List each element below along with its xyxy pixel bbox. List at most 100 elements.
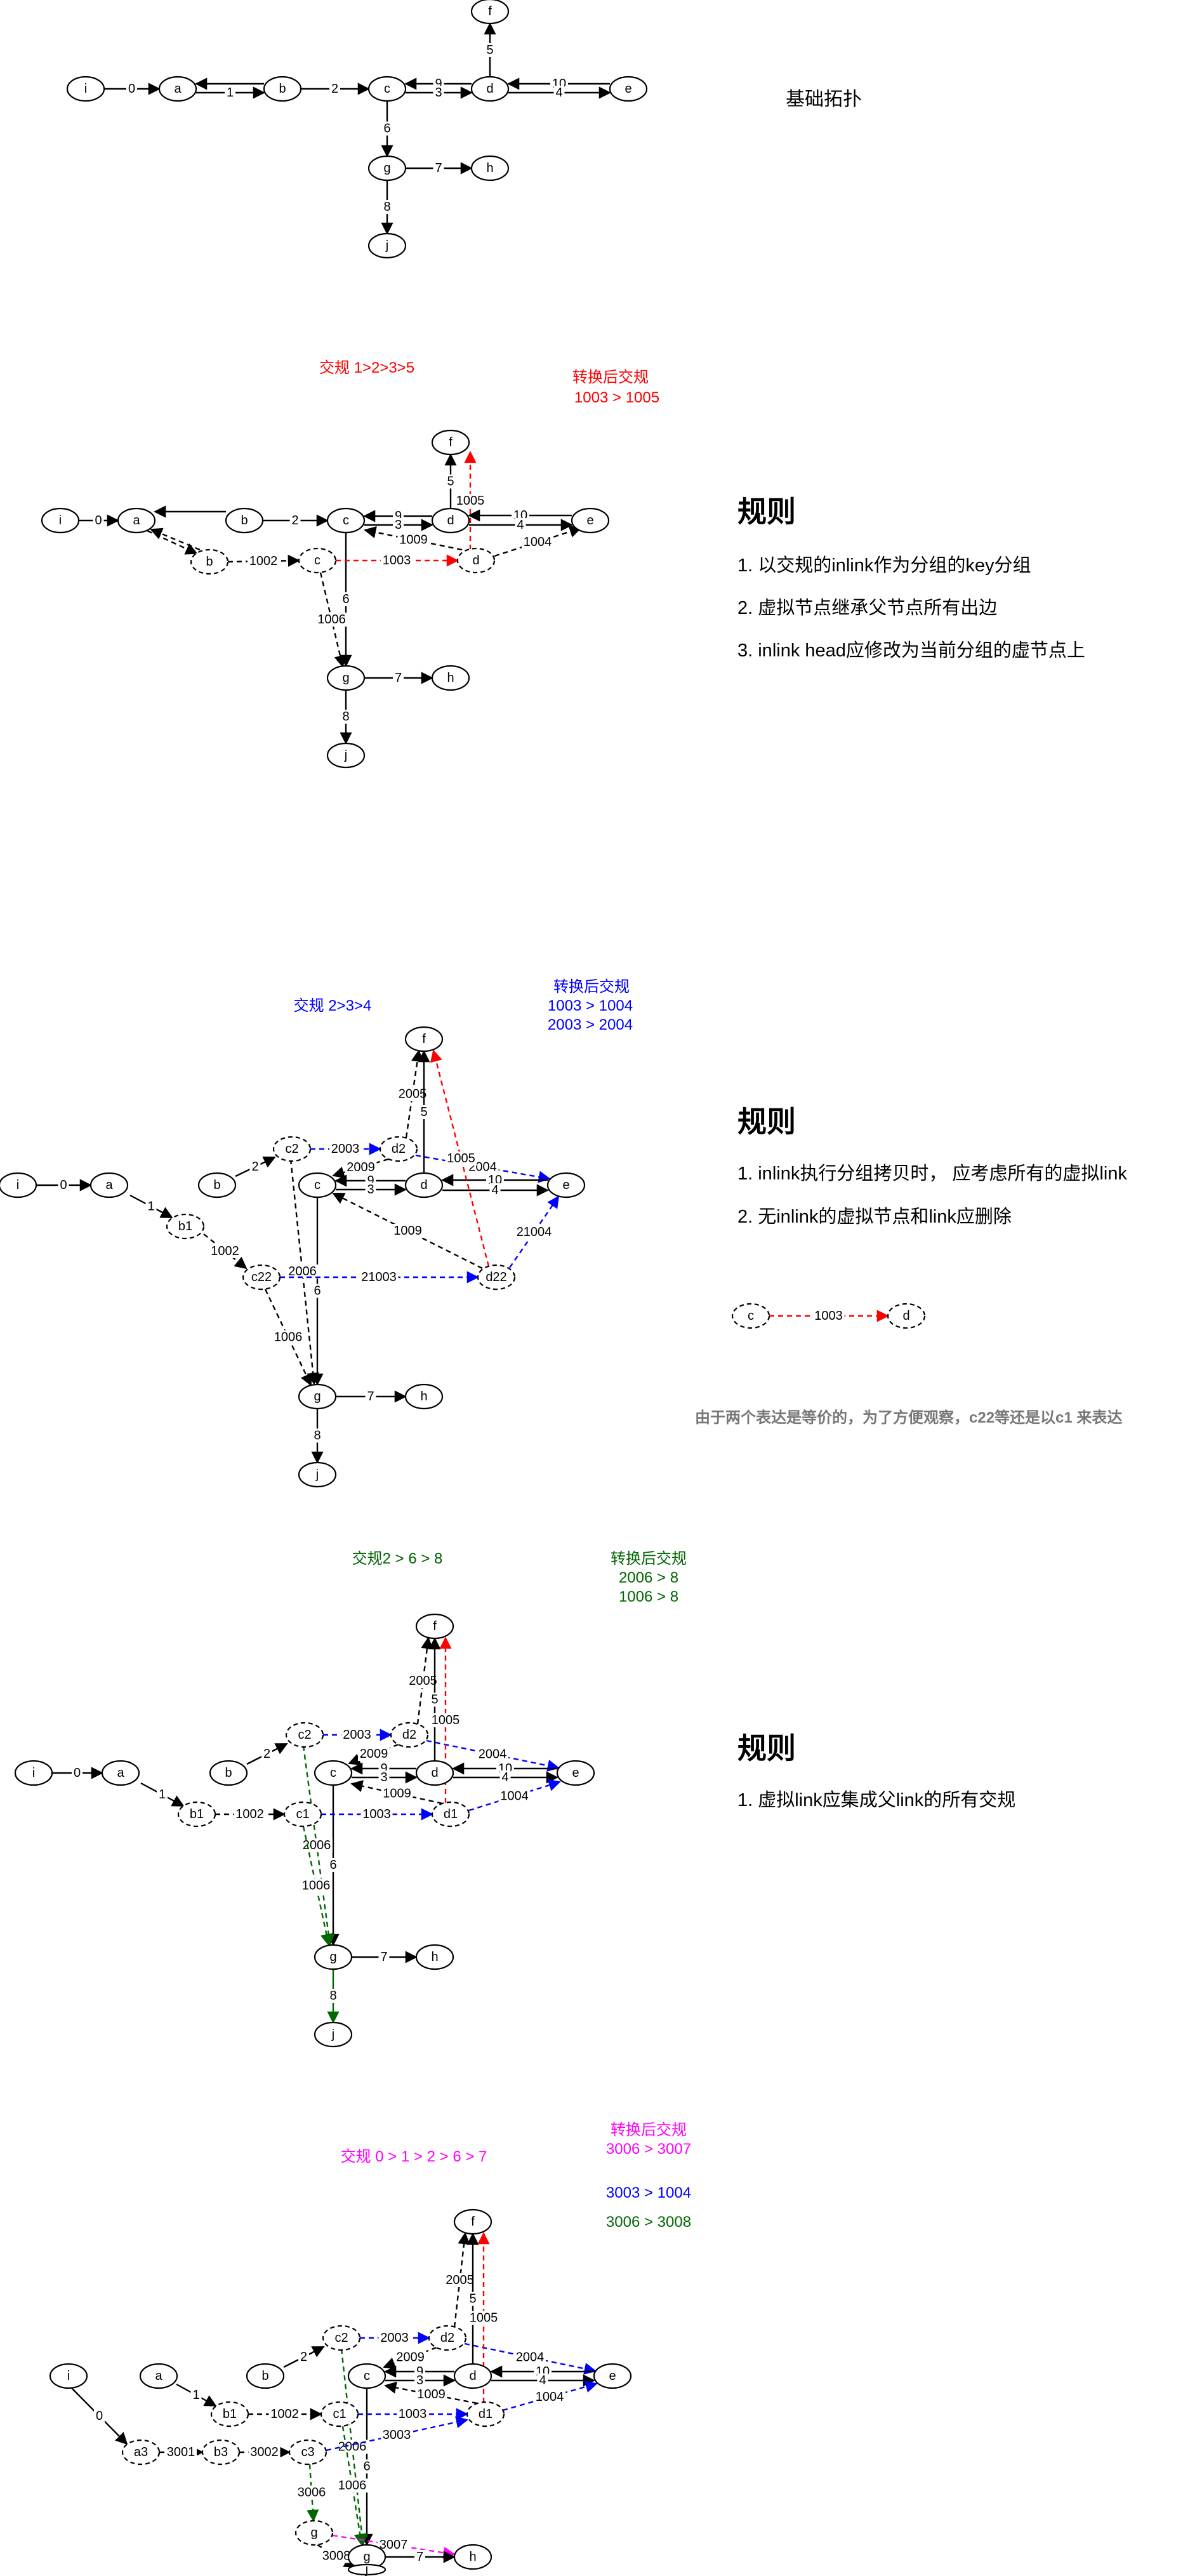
svg-text:1005: 1005 — [470, 2311, 498, 2325]
svg-text:b1: b1 — [178, 1219, 192, 1233]
edge-1003-95: 1003 — [358, 2407, 468, 2421]
node-p4_c1: c1 — [283, 1801, 322, 1828]
edge-label: 0 — [93, 514, 104, 528]
node-p4_g: g — [314, 1944, 353, 1970]
edge-0-31: 0 — [36, 1178, 92, 1192]
svg-text:3006: 3006 — [298, 2486, 326, 2500]
edge-1002-34: 1002 — [203, 1233, 248, 1270]
edge-1006-30: 1006 — [315, 572, 348, 668]
edge-0-0: 0 — [104, 82, 161, 96]
edge-line — [289, 1159, 319, 1385]
edge-label: 3003 — [381, 2428, 413, 2442]
svg-text:h: h — [469, 2550, 476, 2564]
node-p3_g: g — [298, 1383, 337, 1410]
edge-label: 1002 — [234, 1807, 266, 1821]
svg-text:b: b — [261, 2369, 268, 2383]
edge-label: 3 — [378, 1770, 390, 1784]
svg-text:a3: a3 — [134, 2445, 148, 2459]
p5-converted-rule-3: 3006 > 3008 — [606, 2214, 691, 2231]
edge-label: 1009 — [381, 1786, 413, 1801]
edge-label: 3 — [433, 86, 444, 100]
svg-text:a: a — [174, 82, 182, 96]
node-p5_d: d — [453, 2363, 492, 2389]
edge-0-54: 0 — [52, 1766, 103, 1780]
edge-7-74: 7 — [352, 1950, 418, 1964]
edge-2005-36: 2005 — [397, 1049, 428, 1138]
svg-text:c1: c1 — [333, 2407, 346, 2421]
svg-text:b: b — [279, 82, 286, 96]
svg-text:j: j — [385, 239, 388, 253]
svg-text:2005: 2005 — [409, 1674, 437, 1688]
svg-text:1009: 1009 — [393, 1224, 422, 1238]
edge-1-55: 1 — [140, 1782, 185, 1807]
svg-text:1005: 1005 — [447, 1152, 475, 1165]
node-p1_b: b — [263, 76, 302, 102]
edge-3002-81: 3002 — [239, 2445, 291, 2459]
svg-text:21003: 21003 — [361, 1270, 397, 1284]
node-p4_b1: b1 — [177, 1801, 216, 1828]
edge-5-43: 5 — [418, 1050, 430, 1173]
svg-text:c22: c22 — [251, 1270, 272, 1284]
node-p5_b: b — [246, 2363, 285, 2389]
node-p3_lc: c — [731, 1303, 770, 1329]
node-p2_d: d — [431, 507, 470, 534]
svg-text:c: c — [314, 1178, 321, 1192]
edge-label: 1003 — [812, 1309, 845, 1323]
svg-text:2006: 2006 — [288, 1265, 317, 1278]
svg-text:g: g — [363, 2550, 370, 2564]
svg-text:3002: 3002 — [250, 2445, 279, 2459]
edge-label: 3 — [414, 2374, 425, 2387]
edge-1-32: 1 — [129, 1194, 173, 1219]
edge-label: 1 — [225, 86, 235, 100]
edge-label: 1009 — [392, 1224, 424, 1238]
edge-label: 1004 — [522, 535, 553, 549]
svg-text:2009: 2009 — [347, 1160, 375, 1174]
node-p5_b3: b3 — [201, 2439, 241, 2466]
edge-label: 8 — [312, 1428, 323, 1443]
edge-8-22: 8 — [340, 690, 352, 745]
edge-label: 1006 — [272, 1330, 304, 1344]
svg-text:8: 8 — [383, 200, 390, 214]
edge-6-20: 6 — [340, 533, 352, 667]
edge-3007-100: 3007 — [332, 2534, 456, 2559]
edge-label: 5 — [467, 2292, 479, 2306]
node-p5_d2: d2 — [428, 2325, 467, 2351]
edge-label: 2 — [261, 1747, 272, 1761]
svg-text:5: 5 — [420, 1105, 427, 1119]
p3-rule-1: 1. inlink执行分组拷贝时， 应考虑所有的虚拟link — [737, 1163, 1127, 1184]
p2-rule-3: 3. inlink head应修改为当前分组的虚节点上 — [737, 640, 1085, 661]
edge-label: 2005 — [407, 1674, 439, 1688]
edge-label: 1005 — [430, 1713, 461, 1727]
svg-text:g: g — [342, 671, 349, 685]
edge-2009-60: 2009 — [348, 1743, 399, 1765]
edge-1-2: 1 — [196, 86, 265, 100]
svg-text:d: d — [447, 514, 454, 528]
svg-text:1006: 1006 — [302, 1879, 331, 1893]
node-p4_h: h — [415, 1944, 454, 1970]
edge-label: 0 — [58, 1178, 69, 1192]
edge-2-14: 2 — [263, 514, 329, 528]
edge-label: 3008 — [321, 2549, 352, 2563]
edge-label: 3001 — [165, 2445, 197, 2459]
svg-text:1: 1 — [147, 1200, 154, 1214]
p2-converted-title: 转换后交规 — [572, 369, 649, 386]
edge-2-3: 2 — [301, 82, 370, 96]
node-p3_d22: d22 — [477, 1264, 516, 1291]
edge-line — [426, 1739, 560, 1772]
node-p1_a: a — [158, 76, 197, 102]
edge-label: 7 — [393, 671, 404, 685]
edge-label: 4 — [553, 86, 565, 100]
edge-label: 1005 — [468, 2311, 499, 2325]
edge-label: 7 — [414, 2550, 425, 2564]
node-p1_h: h — [470, 155, 510, 182]
edge-label: 7 — [365, 1390, 376, 1404]
node-p3_b1: b1 — [166, 1213, 205, 1240]
svg-text:g: g — [314, 1390, 321, 1404]
node-p4_d1: d1 — [431, 1801, 470, 1828]
edge-label: 5 — [429, 1692, 440, 1707]
svg-text:d: d — [486, 82, 493, 96]
svg-text:9: 9 — [435, 77, 442, 91]
svg-text:9: 9 — [367, 1174, 374, 1188]
svg-text:a: a — [155, 2369, 162, 2383]
svg-text:6: 6 — [314, 1284, 321, 1298]
